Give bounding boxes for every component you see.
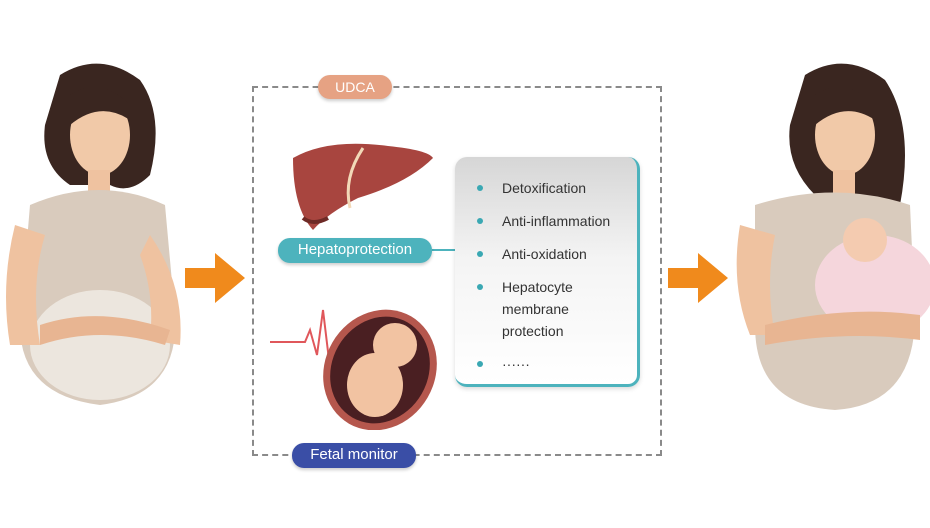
benefit-item: Anti-inflammation bbox=[477, 210, 637, 232]
pregnant-woman-illustration bbox=[6, 63, 181, 405]
liver-icon bbox=[293, 143, 433, 230]
bullet-icon bbox=[477, 185, 483, 191]
benefit-text: Anti-oxidation bbox=[502, 246, 587, 262]
fetus-heartbeat-icon bbox=[270, 309, 437, 430]
bullet-icon bbox=[477, 251, 483, 257]
mother-with-baby-illustration bbox=[736, 63, 930, 410]
benefit-text: ······ bbox=[502, 356, 530, 372]
bullet-icon bbox=[477, 361, 483, 367]
bullet-icon bbox=[477, 284, 483, 290]
benefit-item: Anti-oxidation bbox=[477, 243, 637, 265]
udca-label: UDCA bbox=[318, 75, 392, 99]
bullet-icon bbox=[477, 218, 483, 224]
benefit-text: Anti-inflammation bbox=[502, 213, 611, 229]
benefit-item: Detoxification bbox=[477, 177, 637, 199]
benefit-text: Hepatocyte membrane protection bbox=[502, 279, 573, 339]
fetal-monitor-label: Fetal monitor bbox=[292, 443, 416, 468]
hepatoprotection-label: Hepatoprotection bbox=[278, 238, 432, 263]
benefit-text: Detoxification bbox=[502, 180, 587, 196]
udca-effects-frame bbox=[252, 86, 662, 456]
connector-line bbox=[432, 249, 456, 251]
benefit-item: ······ bbox=[477, 353, 637, 375]
arrow-right-icon bbox=[668, 253, 728, 303]
benefits-list: Detoxification Anti-inflammation Anti-ox… bbox=[455, 157, 637, 375]
arrow-right-icon bbox=[185, 253, 245, 303]
benefit-item: Hepatocyte membrane protection bbox=[477, 276, 612, 342]
benefits-panel: Detoxification Anti-inflammation Anti-ox… bbox=[455, 157, 640, 387]
